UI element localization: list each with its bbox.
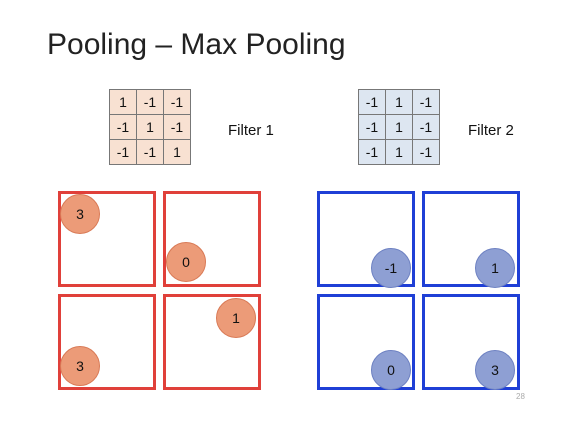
filter-1-cell: 1: [109, 89, 137, 115]
filter-2-max-value: 0: [371, 350, 411, 390]
filter-1-cell: -1: [109, 114, 137, 140]
filter-2-label: Filter 2: [468, 122, 514, 139]
filter-2-region-bottom-left: [317, 294, 415, 390]
filter-1-cell: -1: [136, 139, 164, 165]
filter-2-max-value: 3: [475, 350, 515, 390]
filter-1-cell: 1: [163, 139, 191, 165]
filter-2-max-value: -1: [371, 248, 411, 288]
filter-2-cell: -1: [412, 139, 440, 165]
filter-2-cell: -1: [358, 89, 386, 115]
filter-2-cell: -1: [412, 89, 440, 115]
filter-2-cell: -1: [358, 139, 386, 165]
filter-1-max-value: 0: [166, 242, 206, 282]
filter-1-matrix: 1 -1 -1 -1 1 -1 -1 -1 1: [109, 89, 191, 165]
filter-1-region-bottom-left: [58, 294, 156, 390]
filter-2-region-top-left: [317, 191, 415, 287]
filter-1-region-bottom-right: [163, 294, 261, 390]
filter-1-max-value: 3: [60, 346, 100, 386]
filter-2-cell: -1: [358, 114, 386, 140]
filter-2-cell: 1: [385, 114, 413, 140]
filter-1-cell: -1: [163, 89, 191, 115]
filter-2-region-top-right: [422, 191, 520, 287]
filter-1-cell: -1: [163, 114, 191, 140]
filter-1-region-top-right: [163, 191, 261, 287]
filter-1-region-top-left: [58, 191, 156, 287]
filter-2-max-value: 1: [475, 248, 515, 288]
filter-2-region-bottom-right: [422, 294, 520, 390]
filter-1-cell: -1: [136, 89, 164, 115]
filter-2-matrix: -1 1 -1 -1 1 -1 -1 1 -1: [358, 89, 440, 165]
filter-2-cell: 1: [385, 89, 413, 115]
filter-2-cell: -1: [412, 114, 440, 140]
slide-title: Pooling – Max Pooling: [47, 28, 346, 61]
filter-2-cell: 1: [385, 139, 413, 165]
page-number: 28: [516, 392, 525, 401]
filter-1-max-value: 3: [60, 194, 100, 234]
filter-1-label: Filter 1: [228, 122, 274, 139]
filter-1-cell: 1: [136, 114, 164, 140]
filter-1-max-value: 1: [216, 298, 256, 338]
filter-1-cell: -1: [109, 139, 137, 165]
